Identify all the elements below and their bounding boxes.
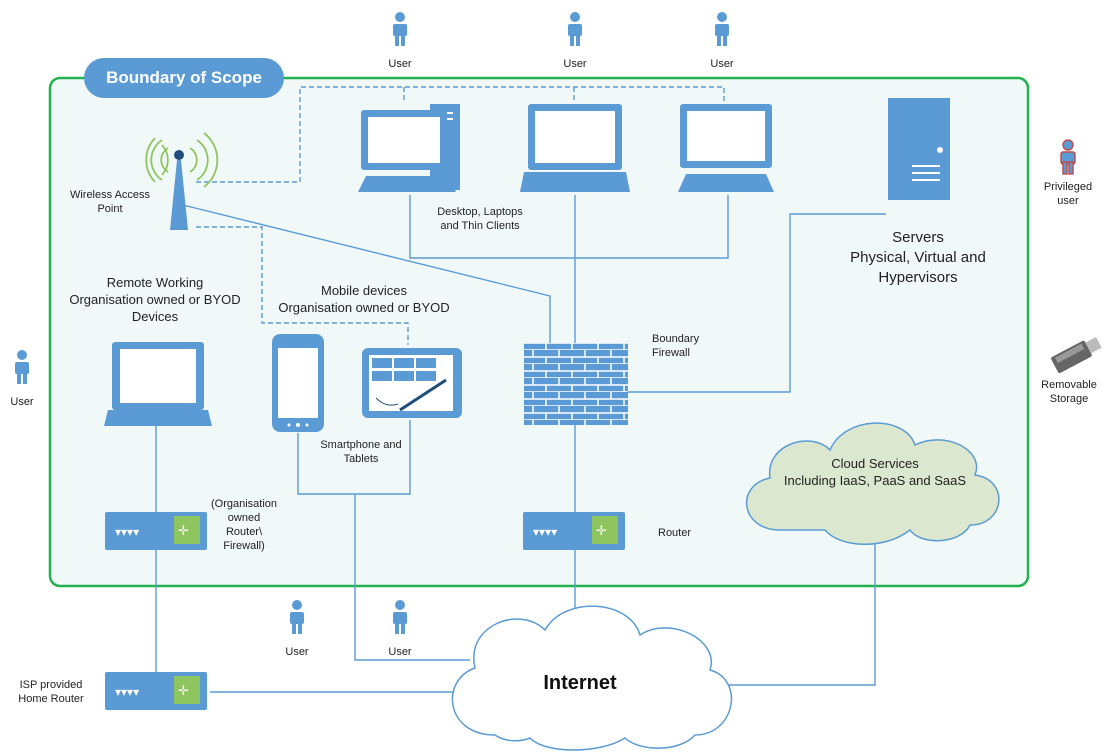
user-label: User [388, 58, 412, 70]
user-icon [15, 350, 29, 384]
user-label: User [285, 646, 309, 658]
thin-client-icon [678, 104, 774, 192]
tablet-icon [362, 348, 462, 418]
remote-laptop-icon [104, 342, 212, 426]
svg-text:▾▾▾▾: ▾▾▾▾ [533, 525, 557, 539]
router-icon: ▾▾▾▾ ✛ [523, 512, 625, 550]
svg-text:✛: ✛ [178, 524, 189, 539]
user-label: User [10, 396, 34, 408]
router-label: Router [658, 527, 692, 539]
user-label: User [388, 646, 412, 658]
connection-lines [155, 86, 886, 693]
boundary-firewall-icon [524, 343, 628, 425]
svg-text:▾▾▾▾: ▾▾▾▾ [115, 685, 139, 699]
boundary-of-scope-title: Boundary of Scope [84, 58, 284, 98]
user-icon [715, 12, 729, 46]
privileged-user-icon [1060, 139, 1076, 175]
org-router-icon: ▾▾▾▾ ✛ [105, 512, 207, 550]
svg-text:✛: ✛ [178, 684, 189, 699]
user-label: User [710, 58, 734, 70]
svg-text:▾▾▾▾: ▾▾▾▾ [115, 525, 139, 539]
svg-text:✛: ✛ [596, 524, 607, 539]
user-icon [393, 600, 407, 634]
smartphone-icon [272, 334, 324, 432]
user-icon [290, 600, 304, 634]
laptop-icon [520, 104, 630, 192]
server-icon [888, 98, 950, 200]
user-icon [393, 12, 407, 46]
user-label: User [563, 58, 587, 70]
wireless-access-point-icon [145, 132, 219, 230]
cloud-services-icon [745, 422, 1000, 545]
internet-cloud-icon [451, 605, 733, 751]
internet-label: Internet [543, 672, 617, 694]
removable-storage-icon [1051, 337, 1102, 374]
isp-router-icon: ▾▾▾▾ ✛ [105, 672, 207, 710]
desktop-computer-icon [358, 104, 460, 192]
user-icon [568, 12, 582, 46]
